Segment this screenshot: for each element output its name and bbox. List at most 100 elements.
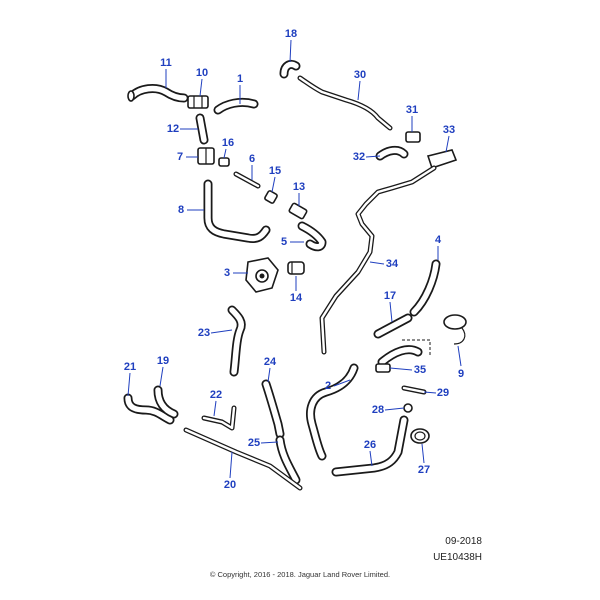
part-1-hose — [213, 97, 259, 115]
part-17-detail — [402, 339, 431, 356]
part-35-hose — [375, 345, 423, 373]
callout-2: 2 — [325, 379, 351, 392]
part-23-hose — [227, 305, 246, 377]
callout-label: 9 — [458, 368, 464, 380]
callout-label: 26 — [364, 439, 376, 451]
callout-18: 18 — [285, 28, 297, 63]
part-22-pipe — [201, 405, 237, 431]
part-9-clamp — [443, 314, 467, 345]
callout-label: 15 — [269, 165, 281, 177]
callout-5: 5 — [281, 236, 304, 248]
callout-label: 13 — [293, 181, 305, 193]
callout-label: 3 — [224, 267, 230, 279]
callout-20: 20 — [224, 451, 236, 491]
callout-label: 35 — [414, 364, 426, 376]
part-33-fitting — [426, 149, 458, 170]
callout-label: 16 — [222, 137, 234, 149]
part-12-elbow — [195, 113, 209, 145]
callout-32: 32 — [353, 151, 381, 163]
callout-3: 3 — [224, 267, 248, 279]
callout-label: 24 — [264, 356, 277, 368]
callout-35: 35 — [389, 364, 426, 376]
callout-19: 19 — [157, 355, 169, 387]
callout-label: 25 — [248, 437, 260, 449]
callout-label: 17 — [384, 290, 396, 302]
callout-label: 14 — [290, 292, 303, 304]
part-26-hose — [331, 415, 409, 477]
callout-12: 12 — [167, 123, 198, 135]
part-4-hose — [409, 259, 441, 317]
part-19-hose — [153, 385, 179, 419]
part-10-connector — [187, 95, 209, 109]
part-20-pipe — [183, 427, 303, 491]
callout-16: 16 — [222, 137, 234, 159]
callout-1: 1 — [237, 73, 243, 104]
callout-label: 5 — [281, 236, 287, 248]
part-11-hose — [127, 84, 189, 103]
diagram-reference: UE10438H — [433, 552, 482, 563]
part-17-connector — [373, 313, 413, 339]
part-30-pipe — [297, 75, 393, 131]
callout-26: 26 — [364, 439, 376, 467]
callout-label: 21 — [124, 361, 136, 373]
callout-label: 7 — [177, 151, 183, 163]
callout-15: 15 — [269, 165, 281, 193]
part-8-hose — [203, 179, 271, 243]
callout-13: 13 — [293, 181, 305, 206]
part-32-hose — [375, 145, 409, 161]
callout-23: 23 — [198, 327, 233, 339]
part-2-hose — [306, 363, 359, 461]
callout-label: 32 — [353, 151, 365, 163]
callout-label: 11 — [160, 57, 172, 69]
part-31-fitting — [405, 131, 421, 143]
callout-4: 4 — [435, 234, 442, 260]
callout-label: 12 — [167, 123, 179, 135]
callout-11: 11 — [160, 57, 172, 88]
callout-label: 22 — [210, 389, 222, 401]
callout-33: 33 — [443, 124, 455, 153]
part-34-pipe — [319, 165, 437, 355]
part-16-fitting — [218, 157, 230, 167]
part-27-clamp — [410, 428, 430, 444]
part-28-fitting — [403, 403, 413, 413]
callout-25: 25 — [248, 437, 279, 449]
callout-17: 17 — [384, 290, 396, 323]
diagram-date: 09-2018 — [445, 536, 482, 547]
callout-28: 28 — [372, 404, 405, 416]
callout-6: 6 — [249, 153, 255, 180]
callout-21: 21 — [124, 361, 136, 397]
callout-label: 2 — [325, 380, 331, 392]
callout-label: 30 — [354, 69, 366, 81]
callout-24: 24 — [264, 356, 277, 383]
callout-label: 1 — [237, 73, 243, 85]
callout-label: 10 — [196, 67, 208, 79]
callout-label: 19 — [157, 355, 169, 367]
callout-14: 14 — [290, 276, 303, 304]
callout-label: 4 — [435, 234, 442, 246]
callout-label: 28 — [372, 404, 384, 416]
part-29-pipe — [401, 385, 427, 395]
callout-7: 7 — [177, 151, 198, 163]
part-18-hose — [279, 59, 301, 79]
part-14-plug — [287, 261, 305, 275]
callout-31: 31 — [406, 104, 418, 132]
part-7-tee — [197, 147, 215, 165]
part-15-clip — [264, 190, 278, 204]
part-21-hose — [123, 393, 175, 425]
callout-label: 23 — [198, 327, 210, 339]
callout-30: 30 — [354, 69, 366, 101]
callout-label: 33 — [443, 124, 455, 136]
copyright-notice: © Copyright, 2016 - 2018. Jaguar Land Ro… — [209, 570, 391, 579]
callout-9: 9 — [457, 345, 464, 380]
part-13-fitting — [288, 202, 308, 220]
callout-10: 10 — [196, 67, 208, 97]
callout-8: 8 — [178, 204, 204, 216]
callout-label: 20 — [224, 479, 236, 491]
callout-27: 27 — [418, 443, 430, 476]
callout-34: 34 — [369, 258, 399, 270]
part-25-hose — [275, 435, 301, 485]
callout-label: 27 — [418, 464, 430, 476]
part-24-hose — [261, 379, 285, 439]
callout-label: 18 — [285, 28, 297, 40]
